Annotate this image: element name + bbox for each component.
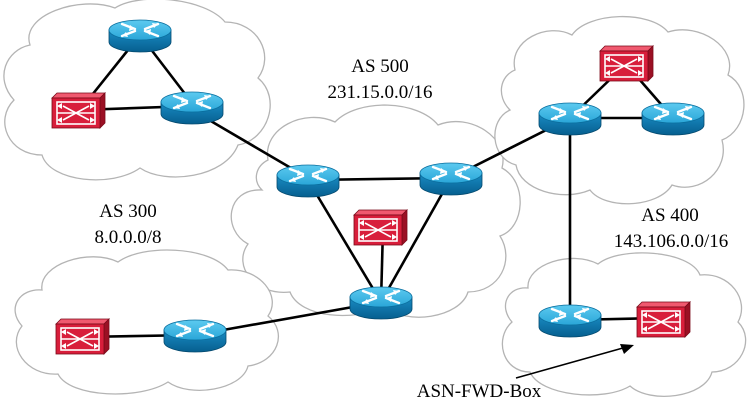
switch-box-icon bbox=[51, 92, 106, 129]
as400-name-label: AS 400 bbox=[641, 205, 699, 226]
router-icon bbox=[537, 303, 603, 339]
cloud-top-left bbox=[3, 0, 271, 181]
link-as500-left-to-bottom bbox=[306, 179, 383, 303]
cloud-top-right bbox=[494, 15, 745, 205]
as300-prefix-label: 8.0.0.0/8 bbox=[94, 227, 162, 248]
as300-name-label: AS 300 bbox=[99, 201, 157, 222]
router-icon bbox=[107, 18, 173, 54]
router-icon bbox=[159, 90, 225, 126]
cloud-bottom-right bbox=[501, 252, 747, 397]
router-icon bbox=[348, 285, 414, 321]
router-icon bbox=[537, 101, 603, 137]
asn-fwd-box-icon bbox=[636, 301, 691, 338]
router-icon bbox=[275, 163, 341, 199]
asn-fwd-box-label: ASN-FWD-Box bbox=[416, 381, 542, 402]
router-icon bbox=[640, 101, 706, 137]
as400-prefix-label: 143.106.0.0/16 bbox=[613, 231, 729, 252]
link-as500-right-to-bottom bbox=[379, 177, 453, 303]
switch-box-icon bbox=[55, 318, 110, 355]
as500-name-label: AS 500 bbox=[351, 56, 409, 77]
as500-prefix-label: 231.15.0.0/16 bbox=[327, 82, 433, 103]
switch-box-icon bbox=[353, 209, 408, 246]
router-icon bbox=[418, 161, 484, 197]
router-icon bbox=[162, 318, 228, 354]
asn-fwd-box-pointer-arrow bbox=[515, 344, 634, 379]
switch-box-icon bbox=[599, 45, 654, 82]
cloud-bottom-left bbox=[14, 249, 279, 395]
